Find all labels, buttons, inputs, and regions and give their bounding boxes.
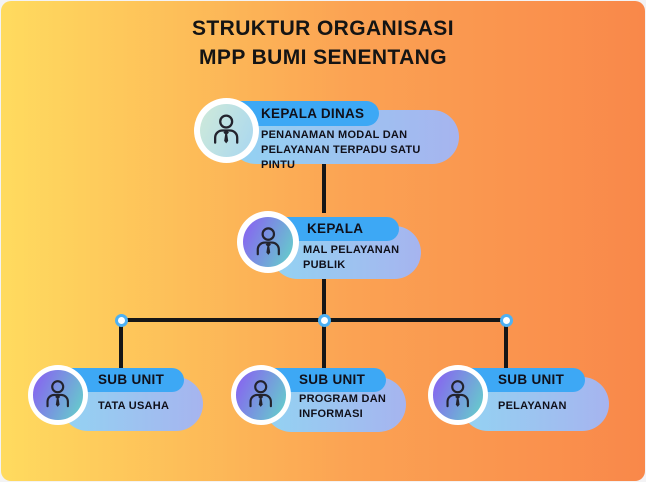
node-title: KEPALA DINAS [261,106,365,121]
title-pill: KEPALA DINAS [229,101,379,126]
node-title: SUB UNIT [98,372,165,387]
avatar [28,365,88,425]
person-icon [46,380,70,409]
chart-title-line2: MPP BUMI SENENTANG [199,46,447,69]
junction-dot-right [499,313,513,327]
node-subtitle: TATA USAHA [98,400,170,412]
connector-drop-right [504,320,508,368]
person-icon [249,380,273,409]
node-title: KEPALA [307,221,364,236]
subtitle-pill: PELAYANAN [461,377,609,431]
title-pill: SUB UNIT [461,368,585,392]
title-pill: SUB UNIT [61,368,184,392]
title-pill: SUB UNIT [264,368,386,392]
person-icon [214,114,239,145]
chart-title: STRUKTUR ORGANISASI MPP BUMI SENENTANG [1,14,645,72]
node-title: SUB UNIT [299,372,366,387]
node-subtitle: MAL PELAYANAN PUBLIK [303,244,400,271]
junction-dot-left [114,313,128,327]
junction-dot-center [317,313,331,327]
connector-kepala-dinas-to-kepala [322,162,326,213]
subtitle-pill: PROGRAM DAN INFORMASI [264,377,406,432]
connector-drop-center [322,320,326,368]
person-icon [256,226,280,256]
avatar [428,365,488,425]
avatar [231,365,291,425]
title-pill: KEPALA [271,217,399,241]
subtitle-pill: MAL PELAYANAN PUBLIK [271,226,421,279]
subtitle-pill: TATA USAHA [61,377,203,431]
avatar-background [236,370,286,420]
avatar-background [242,216,294,268]
avatar-background [199,103,254,158]
avatar-background [33,370,83,420]
connector-kepala-to-branch [322,278,326,320]
chart-title-line1: STRUKTUR ORGANISASI [192,17,454,40]
node-subtitle: PROGRAM DAN INFORMASI [299,393,387,420]
connector-drop-left [119,320,123,368]
avatar [194,98,259,163]
avatar [237,211,299,273]
node-title: SUB UNIT [498,372,565,387]
node-subtitle: PELAYANAN [498,400,567,412]
person-icon [446,380,470,409]
subtitle-pill: PENANAMAN MODAL DAN PELAYANAN TERPADU SA… [229,110,459,171]
connector-branch-horizontal [119,318,508,322]
avatar-background [433,370,483,420]
node-subtitle: PENANAMAN MODAL DAN PELAYANAN TERPADU SA… [261,129,421,171]
